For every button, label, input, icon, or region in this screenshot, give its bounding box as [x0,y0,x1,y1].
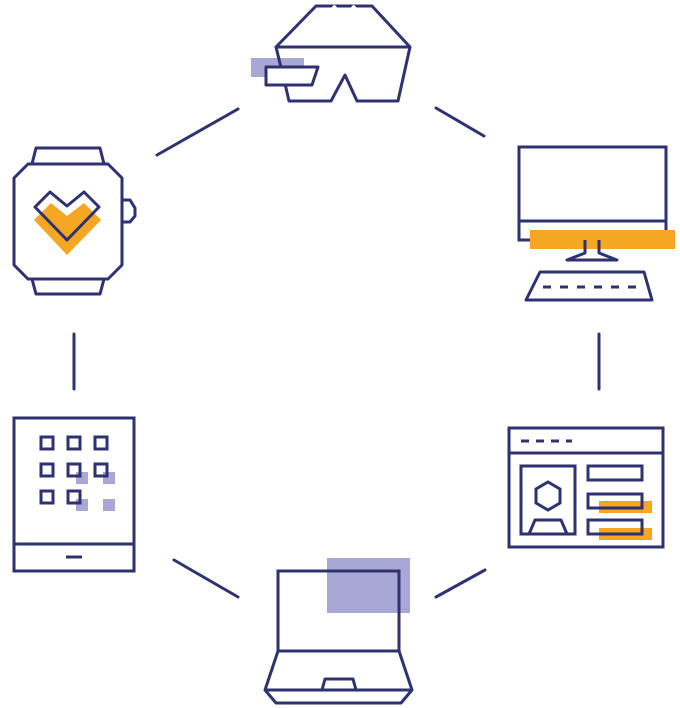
connector-vr-desktop [434,106,486,138]
web-profile-window-icon [507,426,665,549]
browser-window [507,426,665,549]
vr-headset-icon [251,4,412,103]
tablet-body [12,416,136,573]
vr-headset-strap-gap [331,4,357,16]
tablet-app-grid-icon [12,416,136,573]
connector-web-laptop [434,568,487,599]
watch-strap-bottom [30,277,106,296]
connector-laptop-tablet [172,558,240,599]
smartwatch-heart-icon [12,146,137,296]
watch-heart-outline [33,190,101,242]
app-tile [93,435,109,451]
watch-strap-top [30,146,106,166]
profile-field-1 [586,464,644,482]
laptop-icon [263,558,414,705]
monitor-screen [517,145,668,242]
profile-avatar-hexagon [534,480,562,512]
desktop-monitor-icon [517,145,675,302]
monitor-stand [565,240,619,262]
vr-headset-lens [264,65,320,87]
app-tile [66,489,82,505]
watch-heart-accent [34,203,101,255]
app-tile [66,462,82,478]
connector-watch-vr [155,107,240,157]
tablet-purple-accents [76,472,115,511]
profile-avatar-shoulders [527,518,569,535]
laptop-purple-accent [327,558,410,613]
laptop-trackpad [320,677,358,691]
watch-case [12,162,124,281]
profile-card [519,464,577,536]
profile-field-2 [586,492,644,510]
app-tile [39,489,55,505]
app-tile [39,435,55,451]
app-tile [93,462,109,478]
app-tile [66,435,82,451]
watch-crown [122,198,137,224]
profile-field-3 [586,518,644,536]
monitor-orange-accent [530,230,675,249]
vr-headset-body [274,4,412,103]
app-tile [39,462,55,478]
connector-lines [72,106,601,599]
tablet-app-grid [39,435,109,505]
laptop-base [263,649,414,705]
keyboard-body [524,270,654,302]
